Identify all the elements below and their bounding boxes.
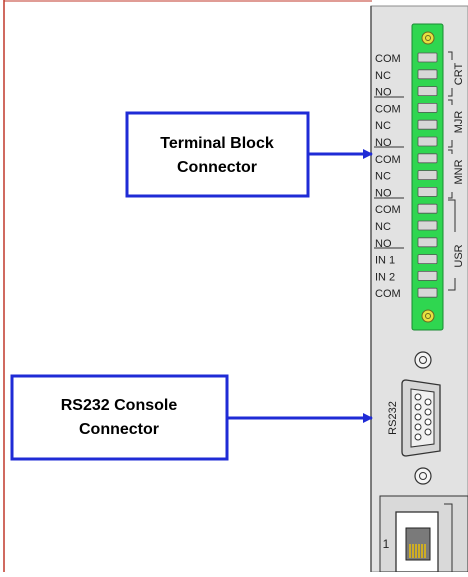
rs232-pin bbox=[424, 398, 432, 406]
rs232-pin bbox=[424, 418, 432, 426]
terminal-block-callout bbox=[125, 111, 310, 198]
terminal-slot bbox=[417, 69, 438, 80]
terminal-pin-label: COM bbox=[375, 103, 401, 115]
rs232-pin bbox=[424, 428, 432, 436]
terminal-pin-label: NC bbox=[375, 221, 391, 233]
group-label-crt: CRT bbox=[453, 63, 465, 86]
terminal-block-callout-line2: Connector bbox=[177, 159, 257, 176]
ethernet-contacts bbox=[409, 544, 426, 558]
terminal-pin-label: NO bbox=[375, 87, 392, 99]
rs232-pin bbox=[414, 433, 422, 441]
terminal-pin-label: NO bbox=[375, 137, 392, 149]
terminal-pin-label: NC bbox=[375, 70, 391, 82]
terminal-pin-label: COM bbox=[375, 53, 401, 65]
group-label-usr: USR bbox=[453, 244, 465, 267]
group-brackets bbox=[448, 51, 456, 291]
rs232-pin bbox=[414, 403, 422, 411]
terminal-screw-bottom bbox=[421, 309, 435, 323]
rs232-port-label: RS232 bbox=[387, 401, 399, 435]
terminal-pin-label: NO bbox=[375, 238, 392, 250]
terminal-slot bbox=[417, 254, 438, 265]
terminal-pin-label: NC bbox=[375, 171, 391, 183]
rs232-pin bbox=[424, 408, 432, 416]
terminal-slot bbox=[417, 52, 438, 63]
terminal-pin-labels: COM NC NO COM NC NO COM NC NO COM NC NO IN 1 IN 2 COM bbox=[375, 53, 401, 300]
terminal-slot bbox=[417, 287, 438, 298]
ethernet-port-label: 1 bbox=[383, 537, 390, 551]
rs232-thumbscrew-top bbox=[414, 351, 432, 369]
terminal-slot bbox=[417, 86, 438, 96]
rs232-callout-line2: Connector bbox=[79, 421, 159, 438]
rs232-callout bbox=[10, 374, 229, 461]
terminal-slot bbox=[417, 153, 438, 164]
terminal-pin-label: IN 2 bbox=[375, 271, 395, 283]
rs232-pins bbox=[414, 393, 432, 441]
terminal-pin-label: COM bbox=[375, 288, 401, 300]
terminal-pin-label: COM bbox=[375, 204, 401, 216]
pin-group-separators bbox=[374, 96, 404, 249]
terminal-slot bbox=[417, 170, 438, 181]
terminal-slots bbox=[417, 52, 438, 298]
terminal-screw-top bbox=[421, 31, 435, 45]
rs232-pin bbox=[414, 423, 422, 431]
terminal-pin-label: IN 1 bbox=[375, 255, 395, 267]
terminal-slot bbox=[417, 203, 438, 214]
terminal-slot bbox=[417, 270, 438, 281]
terminal-slot bbox=[417, 103, 438, 113]
rs232-callout-line1: RS232 Console bbox=[61, 397, 178, 414]
terminal-pin-label: NO bbox=[375, 187, 392, 199]
terminal-slot bbox=[417, 220, 438, 231]
group-label-mnr: MNR bbox=[453, 159, 465, 184]
rs232-thumbscrew-bottom bbox=[414, 467, 432, 485]
ethernet-bracket bbox=[444, 503, 453, 572]
rs232-pin bbox=[414, 413, 422, 421]
rs232-pin bbox=[414, 393, 422, 401]
terminal-block-callout-line1: Terminal Block bbox=[160, 135, 274, 152]
terminal-pin-label: COM bbox=[375, 154, 401, 166]
terminal-slot bbox=[417, 186, 438, 197]
terminal-slot bbox=[417, 119, 438, 130]
group-label-mjr: MJR bbox=[453, 111, 465, 134]
terminal-slot bbox=[417, 237, 438, 248]
terminal-pin-label: NC bbox=[375, 120, 391, 132]
terminal-slot bbox=[417, 136, 438, 147]
rs232-db9-shell bbox=[410, 388, 435, 448]
